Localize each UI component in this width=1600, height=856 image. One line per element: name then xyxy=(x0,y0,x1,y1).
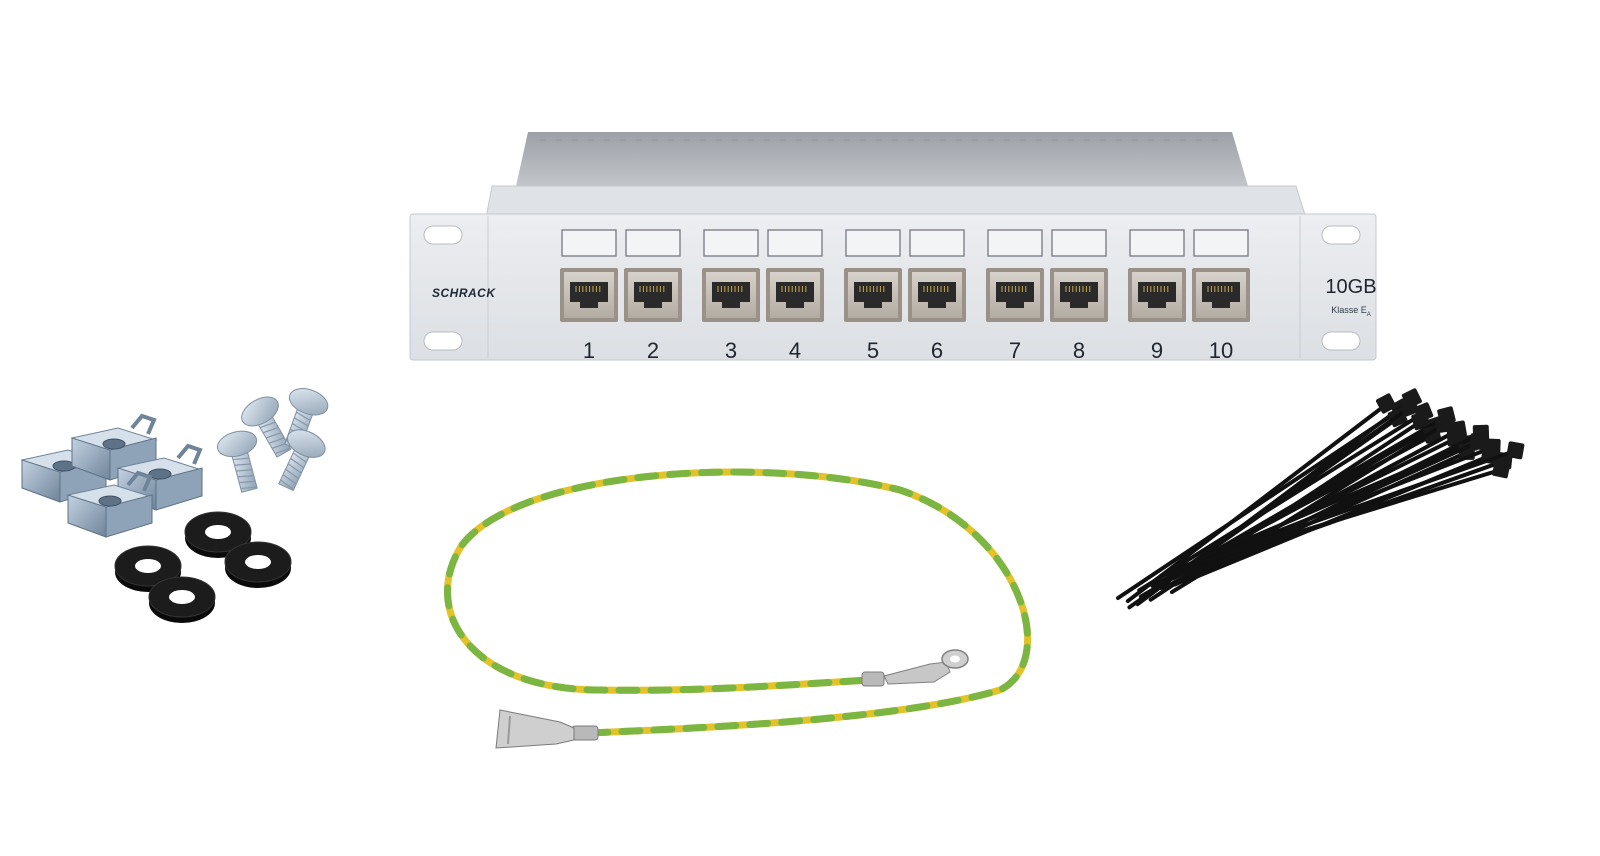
rj45-port xyxy=(1128,229,1186,322)
rack-screw xyxy=(278,429,326,492)
rj45-port xyxy=(702,229,760,322)
mounting-slot-top-left xyxy=(423,225,463,245)
panel-front-raised xyxy=(485,185,1307,219)
cage-nut xyxy=(66,470,154,538)
port-label-box xyxy=(1193,229,1249,257)
speed-rating-label: 10GB xyxy=(1325,276,1377,298)
rj45-port xyxy=(986,229,1044,322)
port-number: 9 xyxy=(1150,338,1164,363)
grounding-wire-cable xyxy=(444,468,1032,737)
mounting-slot-top-right xyxy=(1321,225,1361,245)
port-label-box xyxy=(561,229,617,257)
rj45-port xyxy=(844,229,902,322)
port-label-box xyxy=(703,229,759,257)
rj45-port xyxy=(560,229,618,322)
port-label-box xyxy=(767,229,823,257)
spade-crimp xyxy=(571,725,599,741)
patch-panel xyxy=(409,132,1377,361)
port-number: 10 xyxy=(1208,338,1234,363)
rj45-port xyxy=(624,229,682,322)
rj45-port xyxy=(766,229,824,322)
port-number: 6 xyxy=(930,338,944,363)
grounding-wire xyxy=(444,468,1032,749)
rack-screws xyxy=(216,388,329,493)
plastic-washers xyxy=(114,511,292,623)
port-label-box xyxy=(1129,229,1185,257)
port-number: 1 xyxy=(582,338,596,363)
rj45-port xyxy=(1050,229,1108,322)
class-rating-subscript: A xyxy=(1366,311,1371,318)
cable-tie xyxy=(1204,441,1525,562)
rack-screw xyxy=(241,396,292,458)
cable-tie xyxy=(1196,460,1511,565)
port-number: 2 xyxy=(646,338,660,363)
ring-terminal xyxy=(883,661,951,685)
port-number: 5 xyxy=(866,338,880,363)
port-label-box xyxy=(987,229,1043,257)
cage-nuts xyxy=(20,413,204,538)
spade-connector xyxy=(495,709,575,749)
port-label-box xyxy=(1051,229,1107,257)
brand-logo-text: SCHRACK xyxy=(432,286,496,300)
class-rating-label: Klasse EA xyxy=(1316,305,1386,318)
port-number: 3 xyxy=(724,338,738,363)
port-label-box xyxy=(909,229,965,257)
rj45-port-row xyxy=(560,229,1250,322)
plastic-washer xyxy=(224,541,292,588)
rack-screw xyxy=(216,430,258,493)
rj45-port xyxy=(908,229,966,322)
plastic-washer xyxy=(148,576,216,623)
rj45-port xyxy=(1192,229,1250,322)
ring-terminal-crimp xyxy=(861,671,885,687)
panel-housing xyxy=(516,132,1248,186)
cable-ties xyxy=(1116,388,1525,610)
port-label-box xyxy=(625,229,681,257)
port-label-box xyxy=(845,229,901,257)
port-number: 8 xyxy=(1072,338,1086,363)
port-number: 4 xyxy=(788,338,802,363)
mounting-slot-bottom-left xyxy=(423,331,463,351)
mounting-slot-bottom-right xyxy=(1321,331,1361,351)
port-number: 7 xyxy=(1008,338,1022,363)
class-rating-text: Klasse E xyxy=(1331,305,1367,315)
